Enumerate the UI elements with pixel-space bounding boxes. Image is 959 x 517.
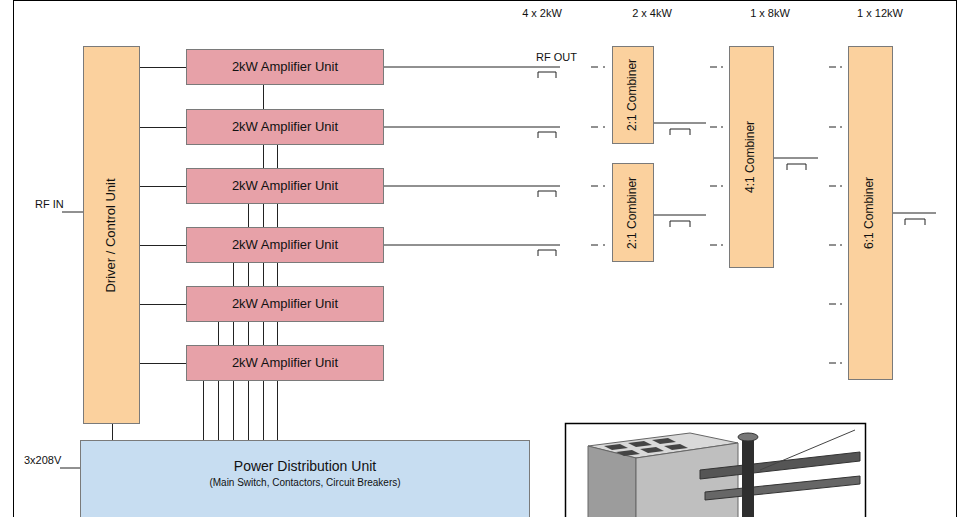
- connector-line: [140, 245, 186, 246]
- illustration-frame: [566, 424, 866, 517]
- connector-line: [140, 363, 186, 364]
- connector-line: [218, 322, 219, 440]
- dash-dot-mark: [710, 127, 723, 128]
- mains-wire: [60, 468, 80, 469]
- signal-label: 1 x 12kW: [857, 7, 903, 20]
- signal-label: 3x208V: [24, 454, 61, 467]
- control-unit: Driver / Control Unit: [83, 46, 140, 424]
- amplifier-box: 2kW Amplifier Unit: [186, 49, 384, 85]
- rf-output-line: [384, 186, 560, 187]
- support-arm: [705, 476, 860, 500]
- output-connector-symbol: [787, 164, 806, 170]
- connector-line: [140, 67, 186, 68]
- signal-label: RF OUT: [536, 51, 577, 64]
- dash-dot-mark: [591, 67, 605, 68]
- dash-dot-mark: [829, 186, 842, 187]
- box-title: Driver / Control Unit: [104, 178, 119, 292]
- cabinet-vent: [640, 447, 664, 453]
- box-title: 6:1 Combiner: [864, 177, 878, 249]
- support-arm: [700, 452, 860, 479]
- box-title: 2kW Amplifier Unit: [232, 297, 338, 312]
- cabinet-vent: [628, 441, 652, 447]
- amplifier-box: 2kW Amplifier Unit: [186, 345, 384, 381]
- signal-label: 2 x 4kW: [632, 7, 672, 20]
- outer-frame: [14, 1, 957, 517]
- output-connector-symbol: [670, 129, 690, 135]
- combiner-box: 4:1 Combiner: [729, 46, 774, 268]
- connector-line: [140, 304, 186, 305]
- output-connector-symbol: [538, 72, 556, 78]
- feed-pipe: [742, 437, 754, 517]
- box-title: 4:1 Combiner: [745, 121, 759, 193]
- box-subtitle: (Main Switch, Contactors, Circuit Breake…: [209, 477, 400, 489]
- dash-dot-mark: [829, 127, 842, 128]
- pipe-flange: [738, 433, 758, 441]
- box-title: Power Distribution Unit: [234, 458, 376, 474]
- connector-line: [112, 424, 113, 440]
- box-title: 2kW Amplifier Unit: [232, 238, 338, 253]
- dash-dot-mark: [710, 67, 723, 68]
- output-connector-symbol: [538, 250, 556, 256]
- signal-label: RF IN: [35, 198, 64, 211]
- amplifier-box: 2kW Amplifier Unit: [186, 286, 384, 322]
- cabinet-vent: [616, 450, 640, 456]
- box-title: 2:1 Combiner: [626, 176, 640, 248]
- box-title: 2kW Amplifier Unit: [232, 356, 338, 371]
- combiner-box: 2:1 Combiner: [612, 46, 654, 144]
- combiner-output-line: [654, 215, 706, 216]
- box-title: 2kW Amplifier Unit: [232, 120, 338, 135]
- rf-in-wire: [62, 212, 83, 213]
- cabinet-vent: [652, 438, 676, 444]
- dash-dot-mark: [591, 127, 605, 128]
- cabinet-illustration: [566, 424, 866, 517]
- output-connector-symbol: [538, 132, 556, 138]
- cabinet-front: [588, 446, 636, 517]
- combiner-box: 2:1 Combiner: [612, 163, 654, 262]
- output-connector-symbol: [538, 191, 556, 197]
- rf-output-line: [384, 67, 560, 68]
- output-connector-symbol: [670, 221, 690, 227]
- signal-label: 4 x 2kW: [522, 7, 562, 20]
- dash-dot-mark: [591, 186, 605, 187]
- amplifier-box: 2kW Amplifier Unit: [186, 227, 384, 263]
- combiner-output-line: [774, 158, 818, 159]
- cabinet-vent: [664, 444, 688, 450]
- output-connector-symbol: [905, 219, 925, 225]
- cable: [760, 430, 855, 470]
- cabinet-side: [636, 443, 738, 517]
- connector-line: [203, 381, 204, 440]
- rf-output-line: [384, 127, 560, 128]
- power-distribution-box: Power Distribution Unit (Main Switch, Con…: [80, 440, 530, 517]
- box-title: 2:1 Combiner: [626, 59, 640, 131]
- box-title: 2kW Amplifier Unit: [232, 60, 338, 75]
- box-title: 2kW Amplifier Unit: [232, 179, 338, 194]
- dash-dot-mark: [829, 363, 842, 364]
- cabinet-vent: [604, 444, 628, 450]
- dash-dot-mark: [829, 67, 842, 68]
- signal-label: 1 x 8kW: [750, 7, 790, 20]
- connector-line: [140, 127, 186, 128]
- connector-line: [140, 186, 186, 187]
- dash-dot-mark: [710, 186, 723, 187]
- amplifier-box: 2kW Amplifier Unit: [186, 109, 384, 145]
- combiner-output-line: [893, 213, 936, 214]
- amplifier-box: 2kW Amplifier Unit: [186, 168, 384, 204]
- dash-dot-mark: [710, 245, 723, 246]
- dash-dot-mark: [591, 245, 605, 246]
- dash-dot-mark: [829, 304, 842, 305]
- combiner-box: 6:1 Combiner: [848, 46, 893, 380]
- rf-output-line: [384, 245, 560, 246]
- combiner-output-line: [654, 123, 706, 124]
- dash-dot-mark: [829, 245, 842, 246]
